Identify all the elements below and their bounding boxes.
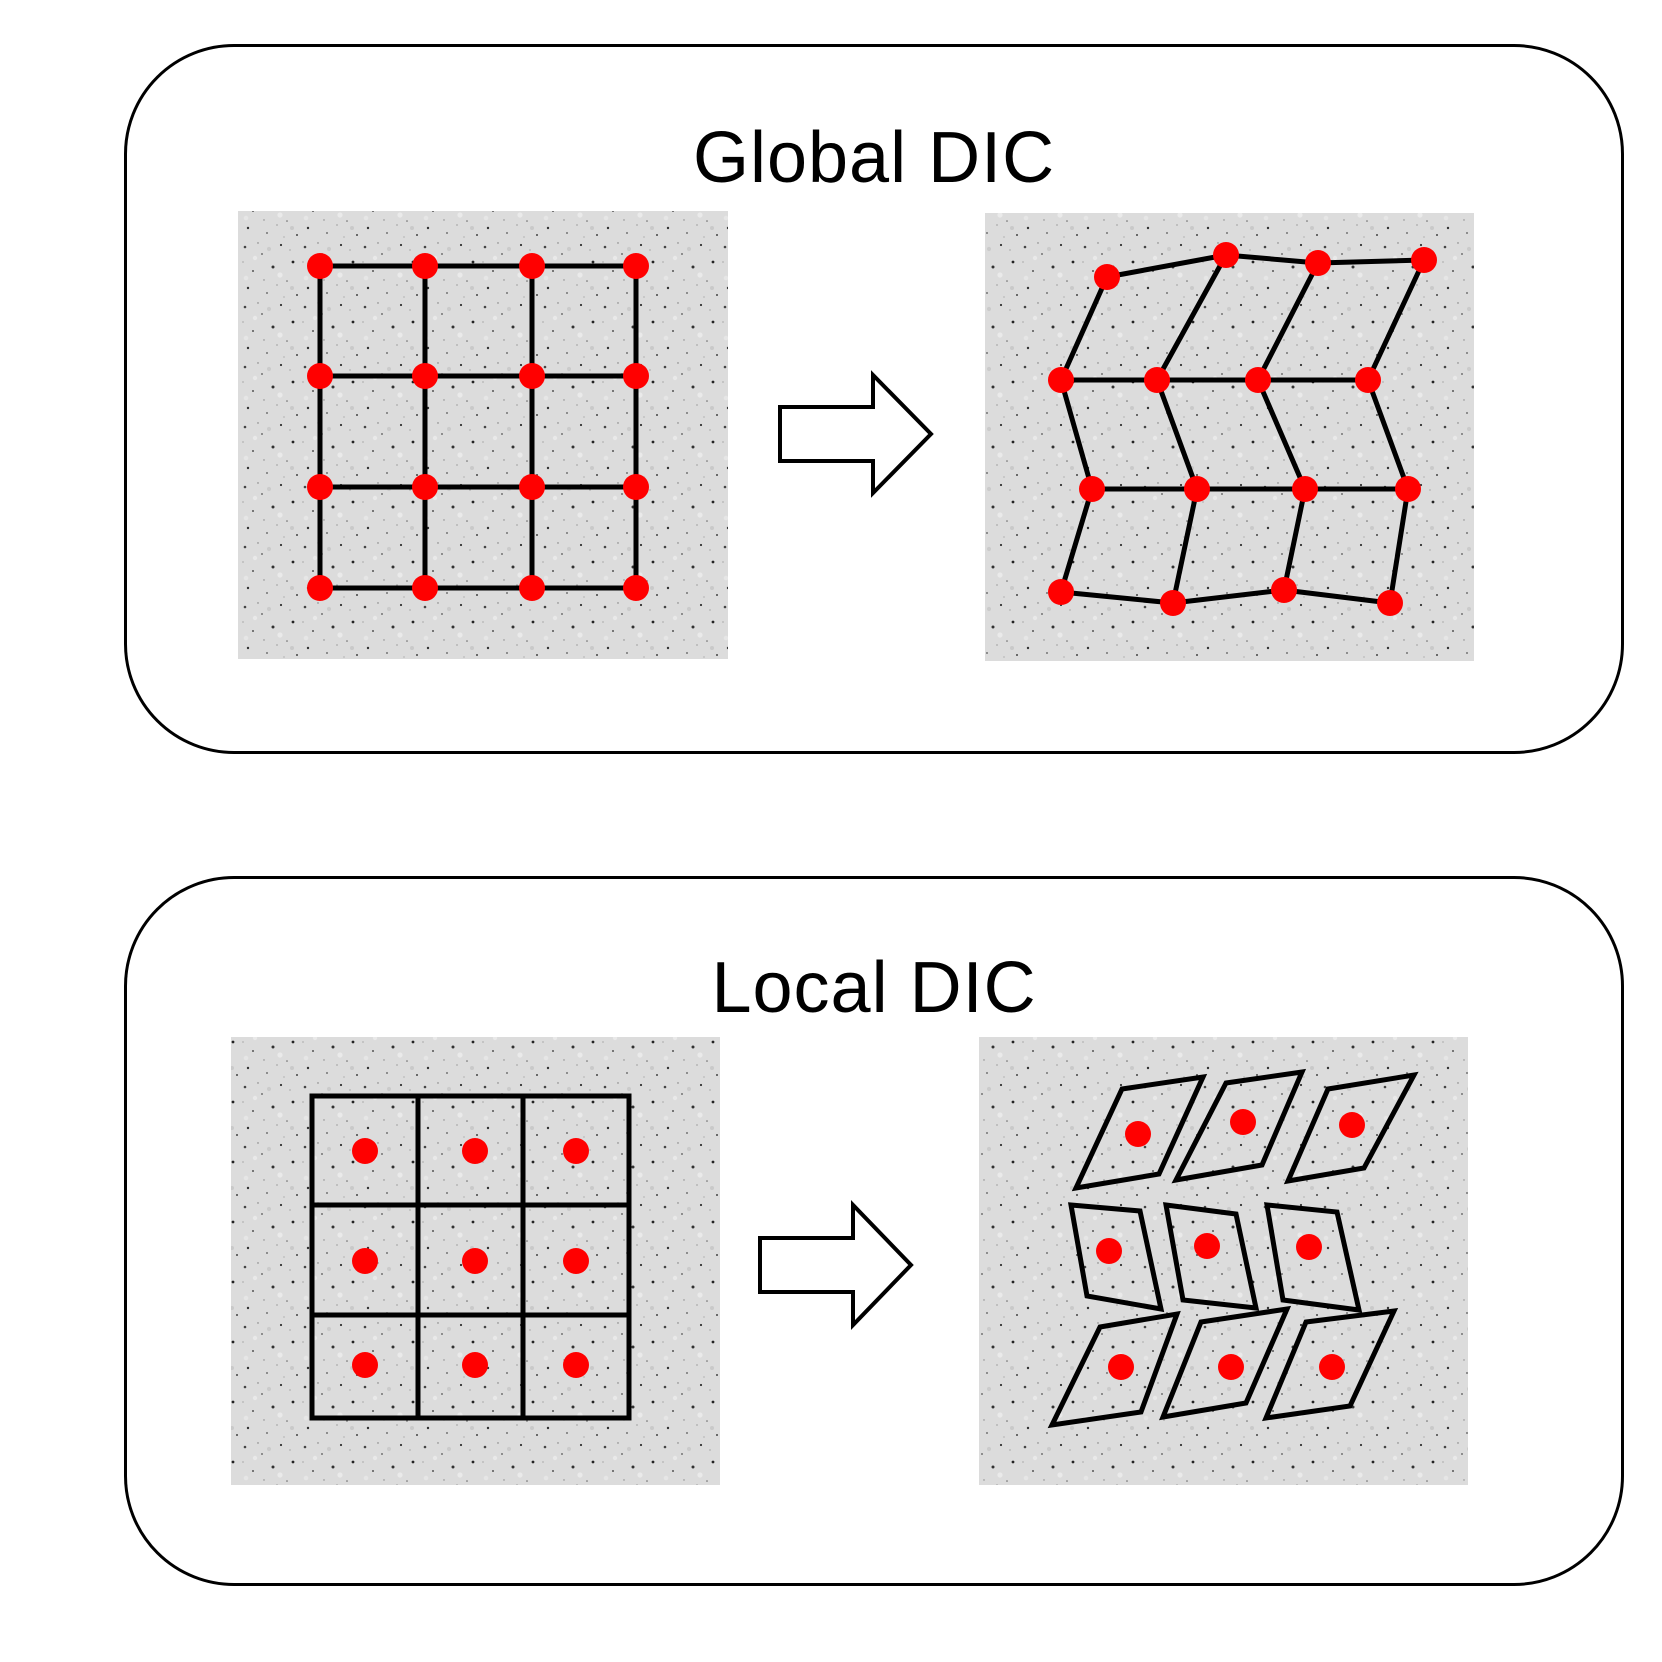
local-dic-title: Local DIC [711, 948, 1037, 1028]
global-dic-panel: Global DIC [124, 44, 1624, 754]
local-dic-panel: Local DIC [124, 876, 1624, 1586]
global-dic-title: Global DIC [692, 118, 1056, 198]
